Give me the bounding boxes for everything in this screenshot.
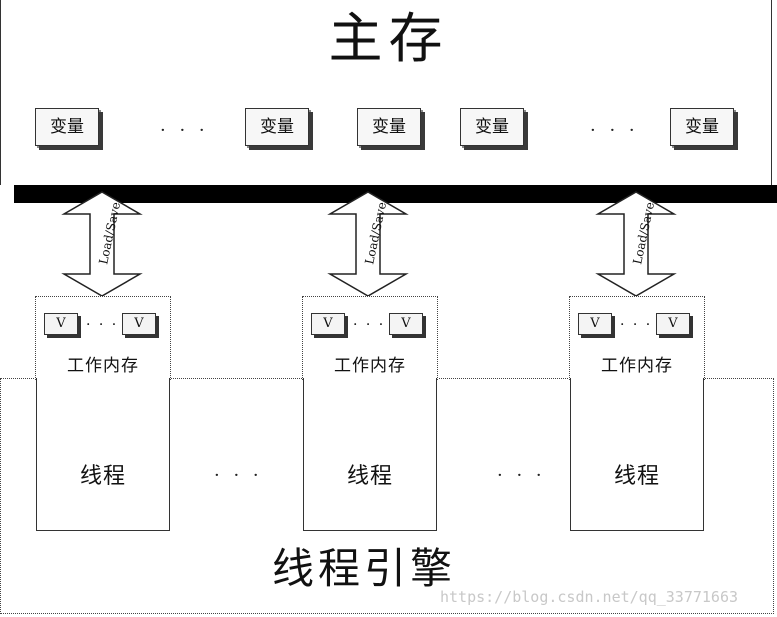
main-memory-title: 主存 (328, 7, 449, 70)
thread-label: 线程 (613, 464, 660, 489)
v-box: V (578, 313, 612, 335)
v-ellipsis: · · · (353, 317, 386, 333)
thread-label: 线程 (79, 464, 126, 489)
working-memory-label: 工作内存 (67, 356, 139, 376)
variable-box: 变量 (460, 108, 524, 146)
working-memory-label: 工作内存 (601, 356, 673, 376)
v-box: V (389, 313, 423, 335)
load-save-arrow: Load/Save (327, 191, 409, 297)
main-memory-panel (0, 0, 772, 185)
watermark: https://blog.csdn.net/qq_33771663 (440, 588, 739, 606)
working-memory-box: V · · · V 工作内存 (302, 296, 438, 380)
main-memory-shadow (14, 185, 777, 203)
thread-ellipsis: · · · (214, 465, 263, 486)
v-box: V (122, 313, 156, 335)
thread-box: 线程 (303, 378, 437, 531)
working-memory-label: 工作内存 (334, 356, 406, 376)
load-save-arrow: Load/Save (595, 191, 677, 297)
variable-ellipsis: · · · (160, 120, 209, 141)
thread-box: 线程 (36, 378, 170, 531)
load-save-arrow: Load/Save (61, 191, 143, 297)
v-ellipsis: · · · (86, 317, 119, 333)
working-memory-box: V · · · V 工作内存 (569, 296, 705, 380)
variable-box: 变量 (670, 108, 734, 146)
variable-box: 变量 (245, 108, 309, 146)
variable-box: 变量 (357, 108, 421, 146)
thread-label: 线程 (346, 464, 393, 489)
thread-box: 线程 (570, 378, 704, 531)
thread-engine-title: 线程引擎 (272, 544, 457, 593)
working-memory-box: V · · · V 工作内存 (35, 296, 171, 380)
thread-ellipsis: · · · (497, 465, 546, 486)
v-ellipsis: · · · (620, 317, 653, 333)
variable-ellipsis: · · · (590, 120, 639, 141)
v-box: V (44, 313, 78, 335)
variable-box: 变量 (35, 108, 99, 146)
v-box: V (656, 313, 690, 335)
v-box: V (311, 313, 345, 335)
